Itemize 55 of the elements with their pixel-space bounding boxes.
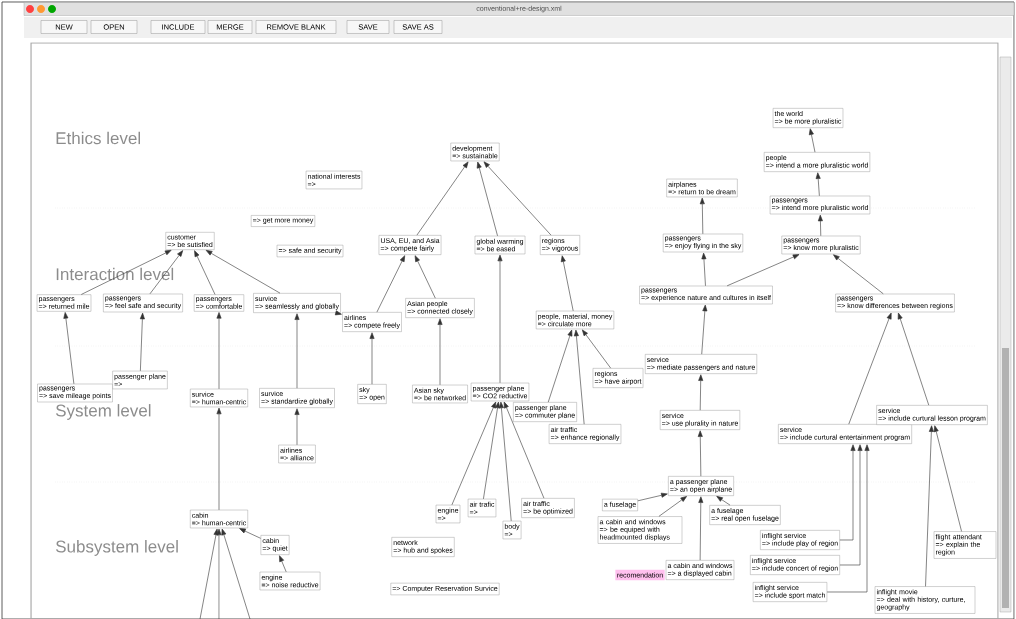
arrow [698, 496, 704, 561]
arrow [839, 444, 856, 541]
arrow [483, 401, 500, 500]
arrow [547, 329, 573, 403]
arrow [808, 128, 816, 153]
arrow [716, 496, 731, 506]
arrow [414, 255, 436, 299]
arrow [437, 318, 443, 386]
level-label: Ethics level [56, 131, 140, 145]
arrow [294, 408, 300, 446]
arrow [701, 252, 707, 287]
arrow [817, 214, 823, 237]
arrow [503, 401, 545, 499]
arrow [933, 425, 962, 532]
arrow [334, 310, 342, 316]
arrow [658, 496, 687, 517]
arrow [726, 254, 800, 287]
arrow [497, 254, 503, 384]
arrow [815, 172, 821, 197]
arrow [637, 492, 668, 502]
arrow [294, 313, 300, 389]
arrow [63, 312, 75, 385]
arrow [369, 332, 375, 385]
arrow [573, 329, 585, 425]
arrow [848, 312, 892, 425]
arrow [897, 312, 930, 406]
arrow [194, 250, 216, 295]
level-label: System level [55, 404, 151, 420]
arrow [560, 255, 574, 312]
arrow [699, 197, 705, 235]
arrow [582, 329, 611, 369]
arrow [199, 528, 219, 619]
arrow [826, 444, 870, 593]
arrow [925, 425, 934, 587]
arrow [376, 255, 406, 313]
arrow [149, 250, 183, 295]
arrow [698, 374, 704, 411]
arrow [216, 528, 222, 619]
arrow [279, 555, 287, 573]
level-label: Subsystem level [55, 540, 178, 556]
arrow [476, 161, 498, 237]
arrow [498, 401, 512, 522]
arrow [701, 304, 708, 355]
arrow [139, 312, 145, 372]
arrow [697, 430, 703, 477]
arrow [216, 407, 222, 511]
arrow [216, 312, 222, 390]
arrow [839, 444, 863, 566]
arrow [239, 528, 261, 539]
arrow [833, 254, 884, 295]
arrow [451, 401, 497, 506]
arrow [221, 528, 251, 619]
arrow [416, 161, 469, 236]
arrow [483, 161, 552, 236]
arrow [205, 250, 281, 294]
